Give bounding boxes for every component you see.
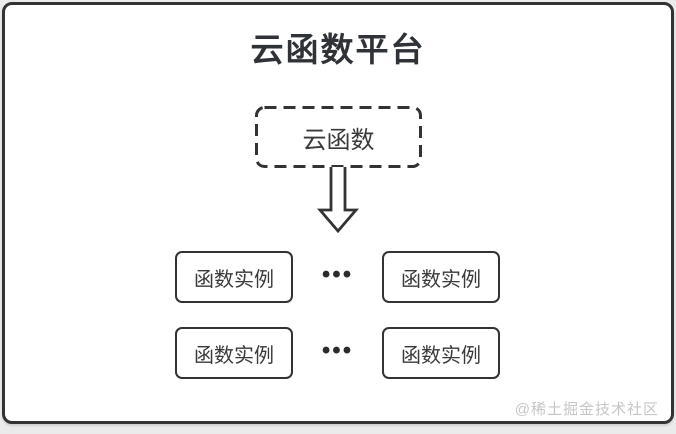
watermark: @稀土掘金技术社区 (514, 401, 659, 418)
function-instance-box: 函数实例 (175, 251, 293, 303)
diagram-title: 云函数平台 (250, 31, 426, 68)
dashed-border-rect (255, 106, 422, 168)
function-instance-box: 函数实例 (382, 327, 500, 379)
down-arrow-icon (317, 167, 359, 233)
cloud-function-box: 云函数 (255, 106, 422, 168)
instance-row-1: 函数实例 ••• 函数实例 (175, 251, 500, 303)
ellipsis-dots: ••• (321, 261, 354, 288)
ellipsis-dots: ••• (321, 337, 354, 364)
instance-row-2: 函数实例 ••• 函数实例 (175, 327, 500, 379)
cloud-function-label: 云函数 (302, 126, 375, 154)
function-instance-box: 函数实例 (382, 251, 500, 303)
function-instance-box: 函数实例 (175, 327, 293, 379)
